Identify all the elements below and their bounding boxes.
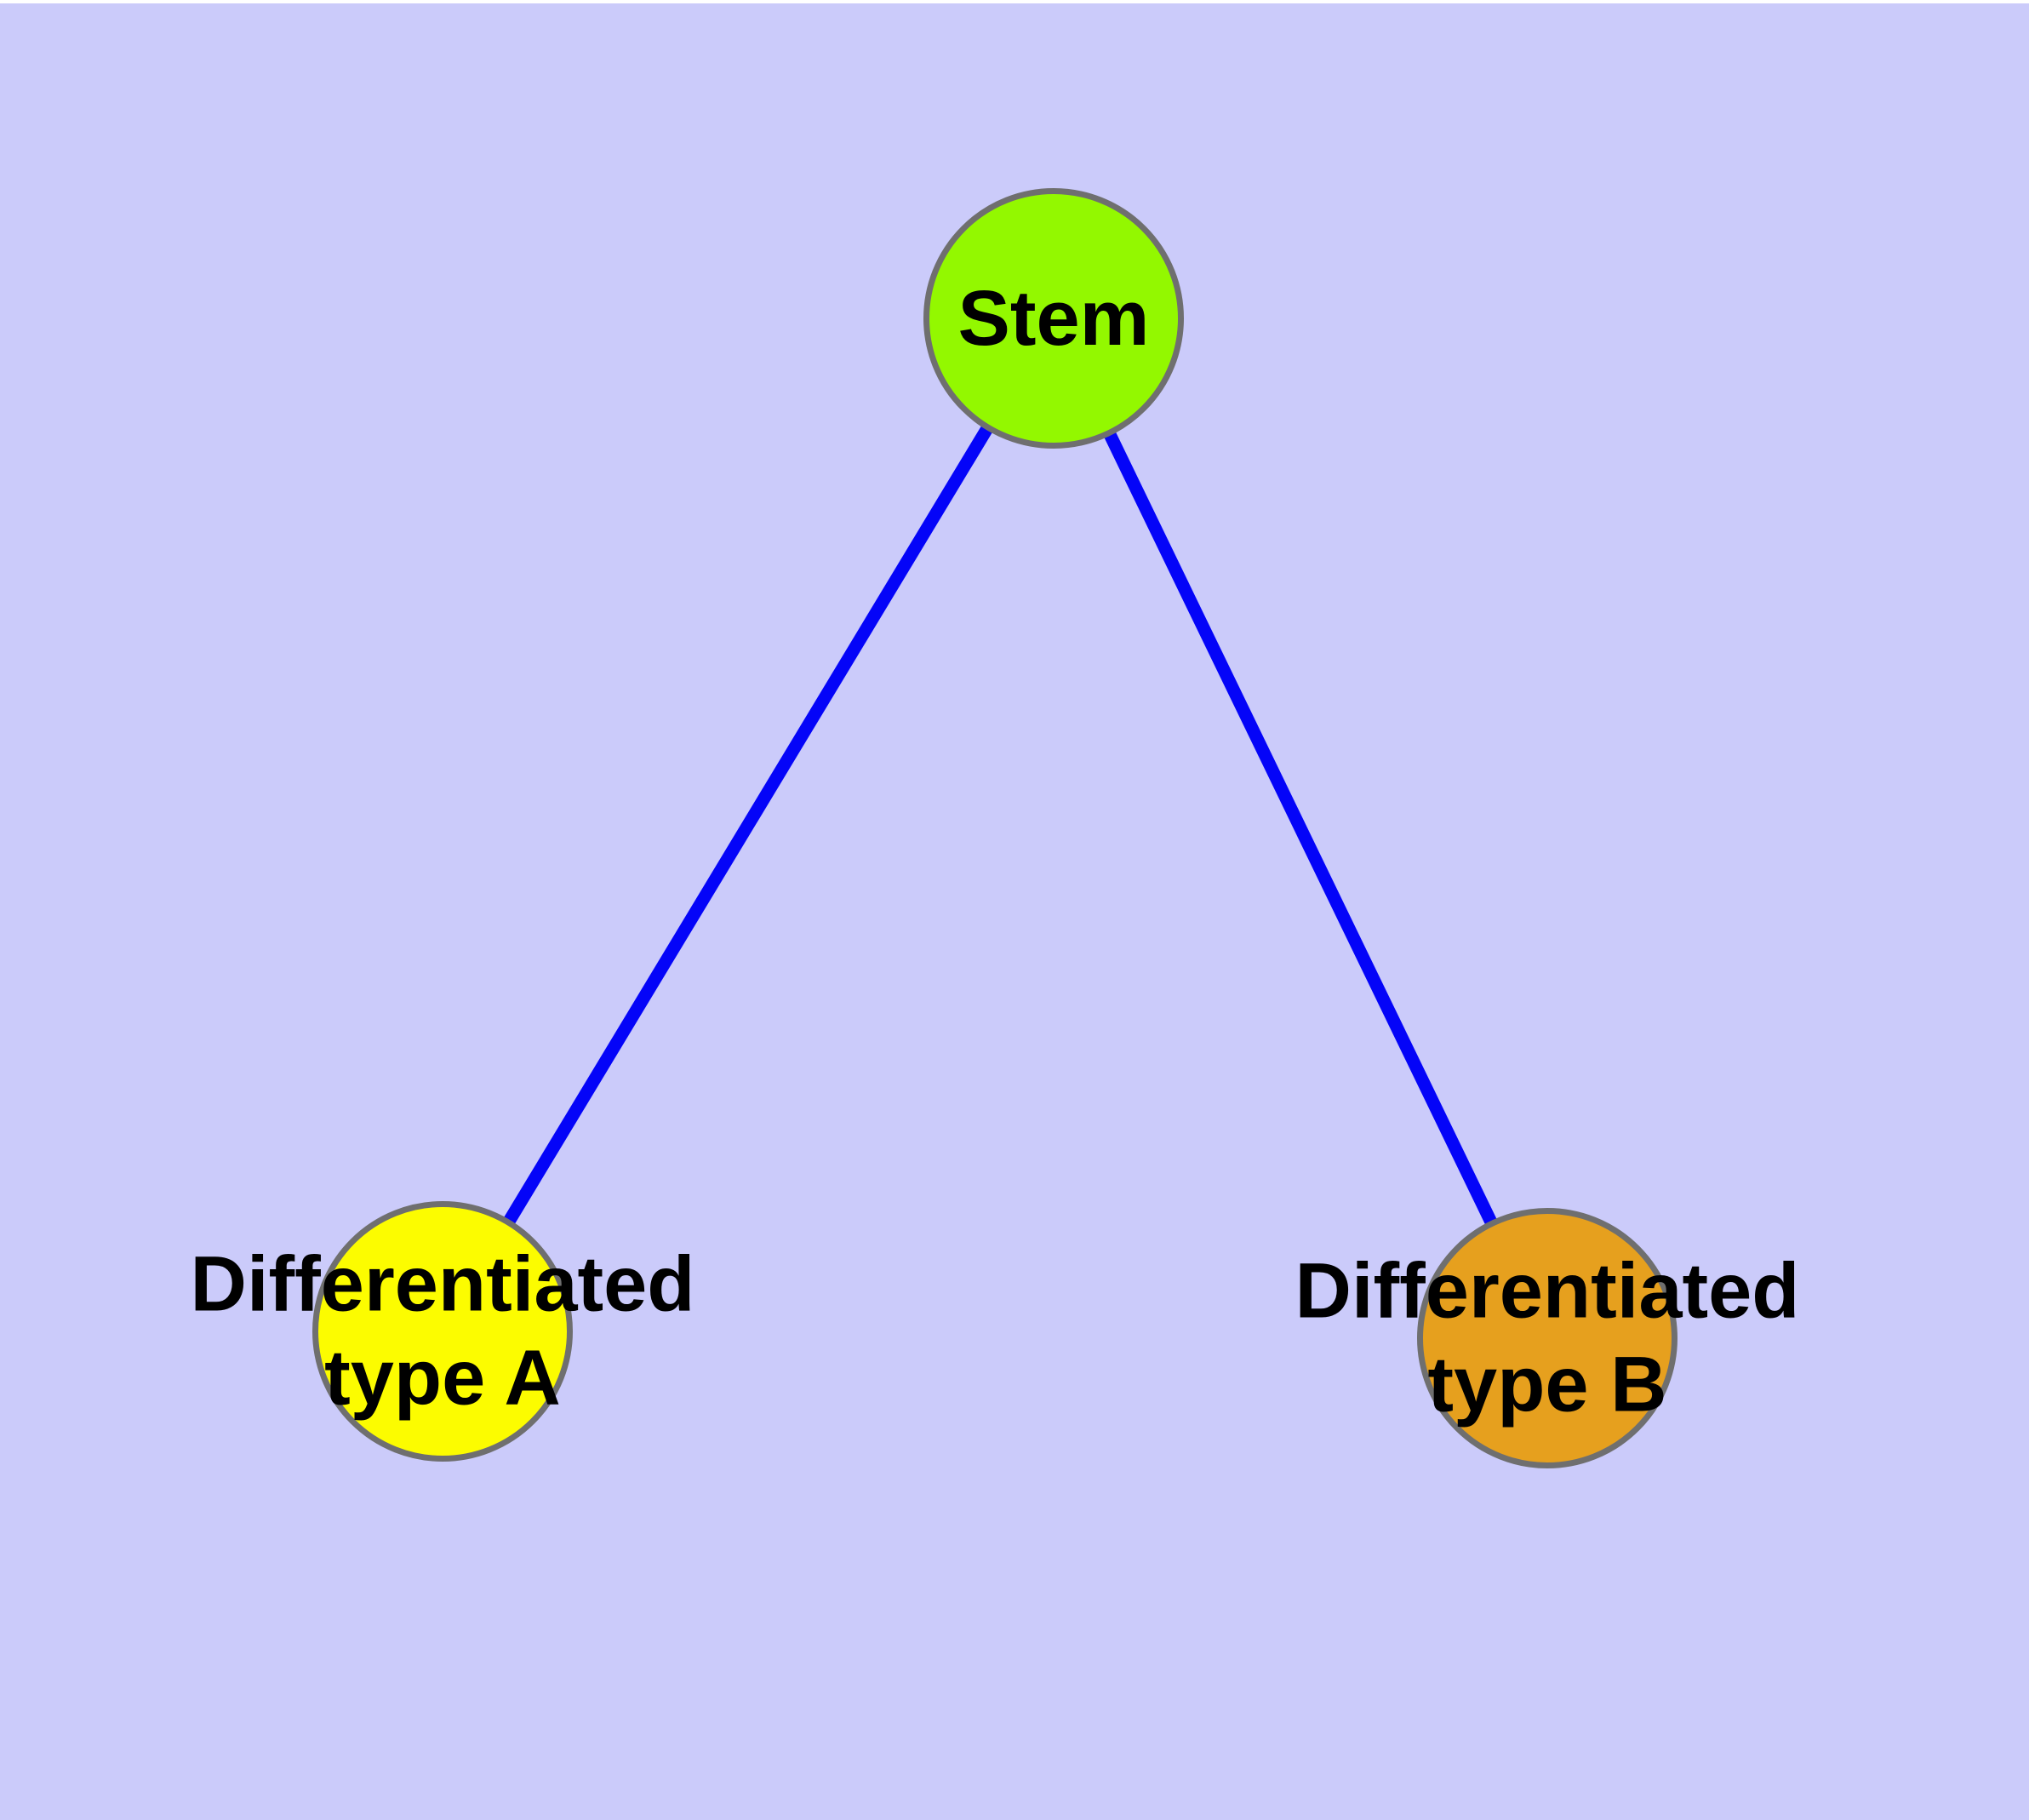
node-differentiated-type-a <box>312 1201 573 1462</box>
edge-stem-to-differentiated-type-b <box>1048 315 1553 1342</box>
node-differentiated-type-b <box>1417 1208 1677 1468</box>
node-stem-label: Stem <box>957 274 1150 362</box>
node-differentiated-type-b-label: Differentiated type B <box>1295 1247 1800 1428</box>
node-stem <box>923 188 1184 449</box>
top-edge-strip <box>0 0 2029 3</box>
edge-stem-to-differentiated-type-a <box>437 315 1060 1335</box>
node-differentiated-type-a-label: Differentiated type A <box>190 1240 695 1422</box>
